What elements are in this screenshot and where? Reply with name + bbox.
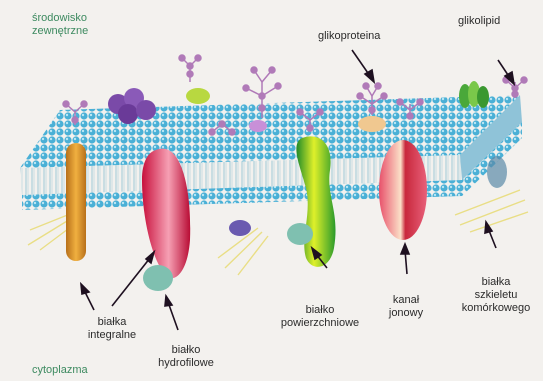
surface-protein-teal-blob [287,223,313,245]
integral-protein-orange [66,143,86,261]
label-integral-line2: integralne [88,329,136,342]
label-surface-protein: białko powierzchniowe [281,304,359,330]
label-cytoskeleton-line3: komórkowego [462,302,530,315]
glycoprotein-base [358,116,386,132]
lipid-bilayer [20,95,522,210]
surface-protein-green-right [459,81,489,108]
label-hydrophilic-line2: hydrofilowe [158,357,214,370]
label-channel-line1: kanał [389,294,423,307]
label-hydrophilic-line1: białko [158,344,214,357]
cytoskeleton-node [487,156,507,188]
label-ion-channel: kanał jonowy [389,294,423,320]
label-cytoplasm: cytoplazma [32,364,88,377]
small-purple-cytoplasmic [229,220,251,236]
label-hydrophilic-protein: białko hydrofilowe [158,344,214,370]
label-channel-line2: jonowy [389,307,423,320]
label-glycoprotein: glikoproteina [318,30,380,43]
surface-protein-small-purple [249,120,267,132]
label-integral-line1: białka [88,316,136,329]
label-outside-line2: zewnętrzne [32,25,88,38]
label-surface-line2: powierzchniowe [281,317,359,330]
label-cytoskeleton-proteins: białka szkieletu komórkowego [462,276,530,315]
label-glycolipid: glikolipid [458,15,500,28]
label-surface-line1: białko [281,304,359,317]
ion-channel [379,140,427,240]
surface-protein-small-green [186,88,210,104]
label-outside: środowisko zewnętrzne [32,12,88,38]
surface-protein-green [296,136,335,267]
label-outside-line1: środowisko [32,12,88,25]
glycan-top-left [179,55,201,82]
glycan-glycolipid [503,77,527,98]
label-cytoskeleton-line1: białka [462,276,530,289]
label-cytoskeleton-line2: szkieletu [462,289,530,302]
label-integral-proteins: białka integralne [88,316,136,342]
hydrophilic-protein [143,265,173,291]
